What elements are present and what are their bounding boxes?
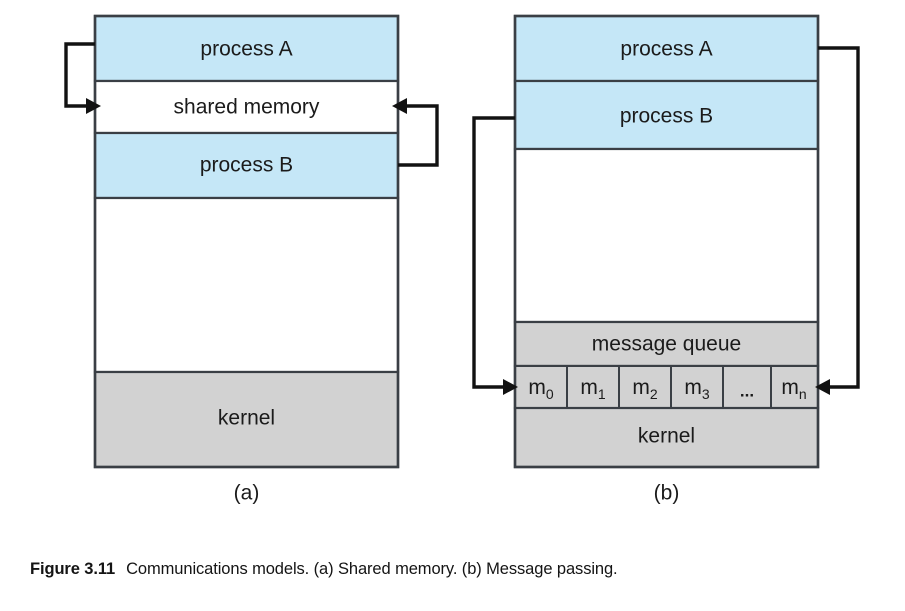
diagram-b-band-kernel [513, 406, 820, 469]
diagram-a-band-kernel [93, 370, 400, 469]
arrowhead-into-message-queue-right [815, 379, 830, 395]
diagram-a-panel-label: (a) [234, 482, 260, 505]
diagram-b-outer-outline [513, 14, 820, 469]
diagram-a-label-shared-memory: shared memory [174, 96, 320, 119]
diagram-b-arrow-process-b-to-queue [472, 116, 518, 395]
message-cell-mn-label: mn [781, 376, 806, 402]
diagram-b-label-kernel: kernel [638, 425, 695, 448]
figure-caption: Figure 3.11 Communications models. (a) Sh… [30, 560, 890, 579]
message-cell-m2-label: m2 [632, 376, 658, 402]
diagram-a-label-process-a: process A [200, 38, 292, 61]
message-cell-m0-label: m0 [528, 376, 554, 402]
diagram-b-arrow-process-a-to-queue [815, 46, 860, 395]
diagram-a-group: process A shared memory process B kernel [64, 14, 439, 505]
message-cell-m3-label: m3 [684, 376, 710, 402]
diagram-b-group: process A process B message queue m0 m1 … [472, 14, 860, 505]
diagram-a-label-kernel: kernel [218, 407, 275, 430]
diagram-b-label-process-b: process B [620, 105, 713, 128]
diagram-b-message-cells: m0 m1 m2 m3 ... mn [514, 365, 819, 409]
arrowhead-into-shared-memory-right [392, 98, 407, 114]
message-cell-ellipsis-label: ... [740, 381, 754, 400]
figure-number: Figure 3.11 [30, 560, 116, 578]
diagram-b-band-process-a [513, 14, 820, 83]
diagram-b-band-empty-space [513, 147, 820, 324]
diagram-a-band-process-a [93, 14, 400, 83]
diagram-a-outer-outline [93, 14, 400, 469]
diagram-b-label-message-queue: message queue [592, 333, 741, 356]
diagram-a-band-shared-memory [93, 79, 400, 135]
diagram-a-band-process-b [93, 131, 400, 200]
diagram-a-label-process-b: process B [200, 154, 293, 177]
diagram-a-arrow-process-b-to-shared-memory [392, 98, 439, 167]
diagram-b-panel-label: (b) [654, 482, 680, 505]
diagram-b-label-process-a: process A [620, 38, 712, 61]
diagram-a-arrow-process-a-to-shared-memory [64, 42, 101, 114]
arrowhead-into-message-queue-left [503, 379, 518, 395]
message-cell-m1-label: m1 [580, 376, 606, 402]
figure-caption-text: Communications models. (a) Shared memory… [126, 560, 618, 578]
arrowhead-into-shared-memory-left [86, 98, 101, 114]
diagram-a-band-empty-space [93, 196, 400, 374]
